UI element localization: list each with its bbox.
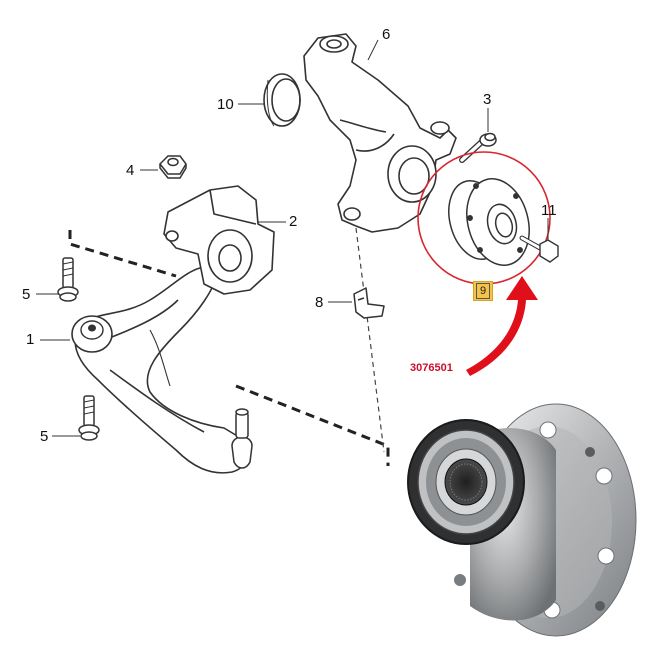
hub-line-art — [448, 178, 530, 266]
steering-knuckle — [303, 33, 457, 233]
callout-2: 2 — [289, 213, 298, 230]
ball-joint — [231, 408, 253, 469]
rear-bushing-bracket — [163, 185, 275, 295]
callout-8: 8 — [315, 294, 324, 311]
red-arrow — [466, 276, 538, 376]
callout-6: 6 — [382, 26, 391, 43]
subframe-outline — [68, 230, 390, 466]
callout-5-upper: 5 — [22, 286, 31, 303]
hub-bearing-photo — [407, 403, 637, 637]
callout-4: 4 — [126, 162, 135, 179]
callout-9: 9 — [476, 283, 490, 299]
nut — [158, 155, 187, 179]
bolt-lower — [78, 395, 100, 441]
knuckle-axis — [355, 227, 385, 453]
callout-5-lower: 5 — [40, 428, 49, 445]
seal-ring — [263, 73, 301, 127]
control-arm — [74, 267, 249, 474]
part-number: 3076501 — [410, 362, 453, 374]
knuckle-bolt — [459, 132, 497, 163]
axle-bolt — [519, 235, 559, 263]
callout-11: 11 — [541, 202, 557, 219]
bolt-upper — [57, 257, 79, 302]
callout-10: 10 — [217, 96, 234, 113]
front-bushing — [71, 315, 113, 353]
callout-9-badge: 9 — [473, 281, 493, 301]
leader-lines — [36, 39, 549, 437]
callout-3: 3 — [483, 91, 492, 108]
clip — [353, 287, 385, 319]
callout-1: 1 — [26, 331, 35, 348]
